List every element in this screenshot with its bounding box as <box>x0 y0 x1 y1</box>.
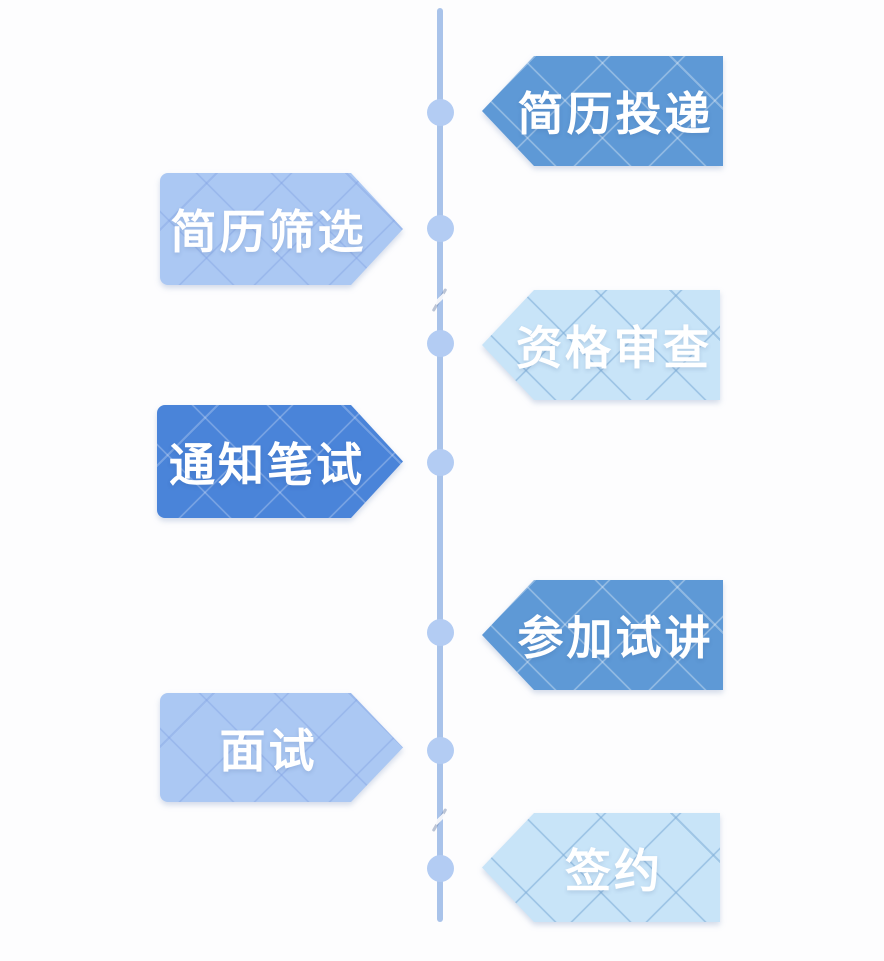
timeline-node-5 <box>426 618 454 646</box>
step-arrow-banner: 参加试讲 <box>482 580 723 690</box>
step-label: 参加试讲 <box>517 611 714 665</box>
step-label: 简历筛选 <box>170 205 367 259</box>
step-label: 签约 <box>565 843 663 898</box>
flow-step-3: 资格审查 <box>482 290 720 400</box>
timeline-node-2 <box>426 214 454 242</box>
flow-step-7: 签约 <box>482 813 720 922</box>
flow-step-4: 通知笔试 <box>157 405 403 518</box>
step-arrow-banner: 签约 <box>482 813 720 922</box>
step-arrow-banner: 通知笔试 <box>157 405 403 518</box>
step-arrow-banner: 简历投递 <box>482 56 723 166</box>
timeline-node-4 <box>426 448 454 476</box>
flow-step-2: 简历筛选 <box>160 173 403 285</box>
step-label: 简历投递 <box>517 87 714 141</box>
timeline-node-1 <box>426 98 454 126</box>
step-label: 通知笔试 <box>169 437 365 492</box>
step-arrow-banner: 面试 <box>160 693 403 802</box>
timeline-node-7 <box>426 854 454 882</box>
flow-step-1: 简历投递 <box>482 56 723 166</box>
timeline-node-3 <box>426 329 454 357</box>
flow-step-6: 面试 <box>160 693 403 802</box>
step-arrow-banner: 资格审查 <box>482 290 720 400</box>
step-label: 资格审查 <box>516 321 712 375</box>
step-label: 面试 <box>219 723 318 778</box>
flow-step-5: 参加试讲 <box>482 580 723 690</box>
step-arrow-banner: 简历筛选 <box>160 173 403 285</box>
timeline-node-6 <box>426 736 454 764</box>
